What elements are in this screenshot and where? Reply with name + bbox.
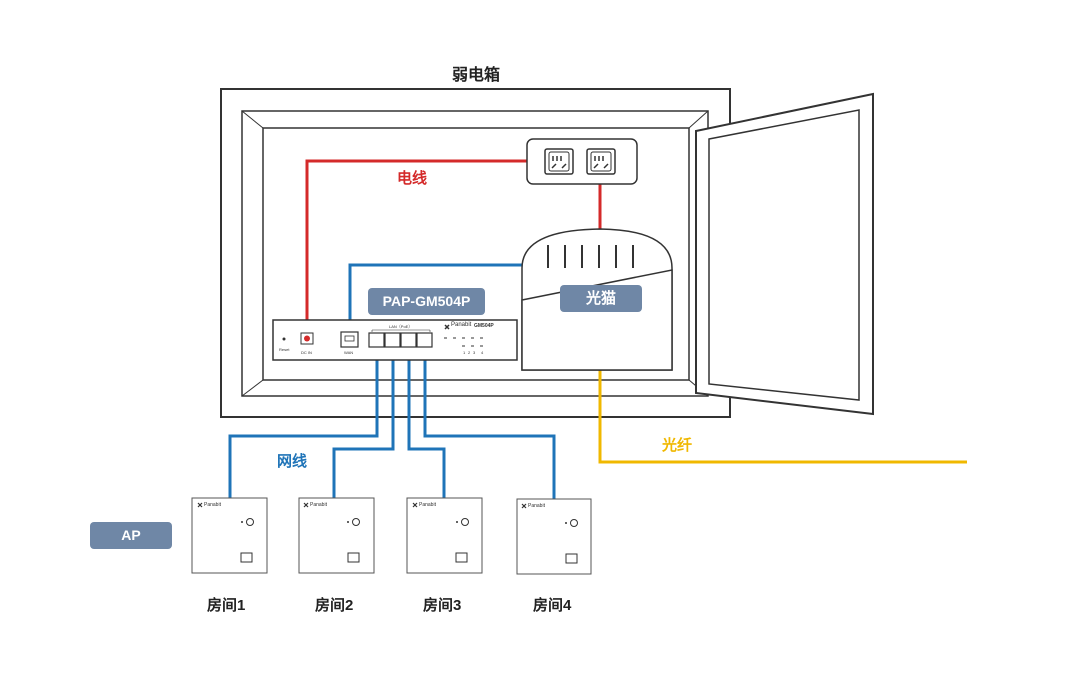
bevel-line bbox=[241, 379, 264, 397]
lan-port-icon bbox=[416, 332, 433, 348]
ap-label: AP bbox=[90, 522, 172, 549]
lan-port-icon bbox=[384, 332, 401, 348]
lan-cable-1 bbox=[228, 348, 379, 498]
router-brand-label: Panabit bbox=[451, 322, 472, 328]
lan-cable-4 bbox=[423, 348, 556, 499]
lan-cable-2 bbox=[332, 348, 395, 498]
dc-in-label: DC IN bbox=[301, 350, 312, 355]
ap-brand-label: Panabit bbox=[528, 503, 545, 509]
reset-label: Reset bbox=[279, 347, 290, 352]
room-label-2: 房间2 bbox=[315, 597, 354, 614]
ap-brand-label: Panabit bbox=[310, 502, 327, 508]
room-label-4: 房间4 bbox=[533, 597, 572, 614]
router-model-label: PAP-GM504P bbox=[368, 288, 485, 315]
panabit-logo-icon bbox=[444, 324, 450, 330]
network-cable-label: 网线 bbox=[277, 453, 308, 470]
ap-panel-4 bbox=[516, 498, 592, 575]
wan-port-icon bbox=[340, 331, 359, 348]
optical-modem-label: 光猫 bbox=[560, 285, 642, 312]
router-model-print: GM504P bbox=[474, 323, 494, 329]
port-number-2: 2 bbox=[468, 350, 471, 355]
lan-cable-3 bbox=[407, 348, 446, 498]
bevel-line bbox=[241, 110, 264, 129]
cabinet-title: 弱电箱 bbox=[452, 67, 501, 84]
lan-port-icon bbox=[368, 332, 385, 348]
bevel-line bbox=[688, 110, 709, 129]
port-number-1: 1 bbox=[463, 350, 466, 355]
fiber-label: 光纤 bbox=[662, 437, 693, 454]
fiber-cable bbox=[598, 368, 967, 464]
power-socket-icon bbox=[586, 148, 616, 175]
ap-panel-1 bbox=[191, 497, 268, 574]
power-cable bbox=[305, 159, 532, 340]
ap-brand-label: Panabit bbox=[419, 502, 436, 508]
ap-panel-2 bbox=[298, 497, 375, 574]
power-line-label: 电线 bbox=[397, 170, 428, 187]
room-label-3: 房间3 bbox=[423, 597, 462, 614]
ap-brand-label: Panabit bbox=[204, 502, 221, 508]
room-label-1: 房间1 bbox=[207, 597, 246, 614]
wan-cable bbox=[348, 263, 522, 333]
lan-poe-label: LAN（PoE） bbox=[389, 324, 413, 329]
port-number-4: 4 bbox=[481, 350, 484, 355]
lan-port-icon bbox=[400, 332, 417, 348]
power-outlet-box bbox=[526, 138, 638, 185]
ap-panel-3 bbox=[406, 497, 483, 574]
power-socket-icon bbox=[544, 148, 574, 175]
cabinet-door-inner bbox=[708, 109, 860, 401]
router-device bbox=[272, 319, 518, 361]
port-number-3: 3 bbox=[473, 350, 476, 355]
wan-label: WAN bbox=[344, 350, 354, 355]
